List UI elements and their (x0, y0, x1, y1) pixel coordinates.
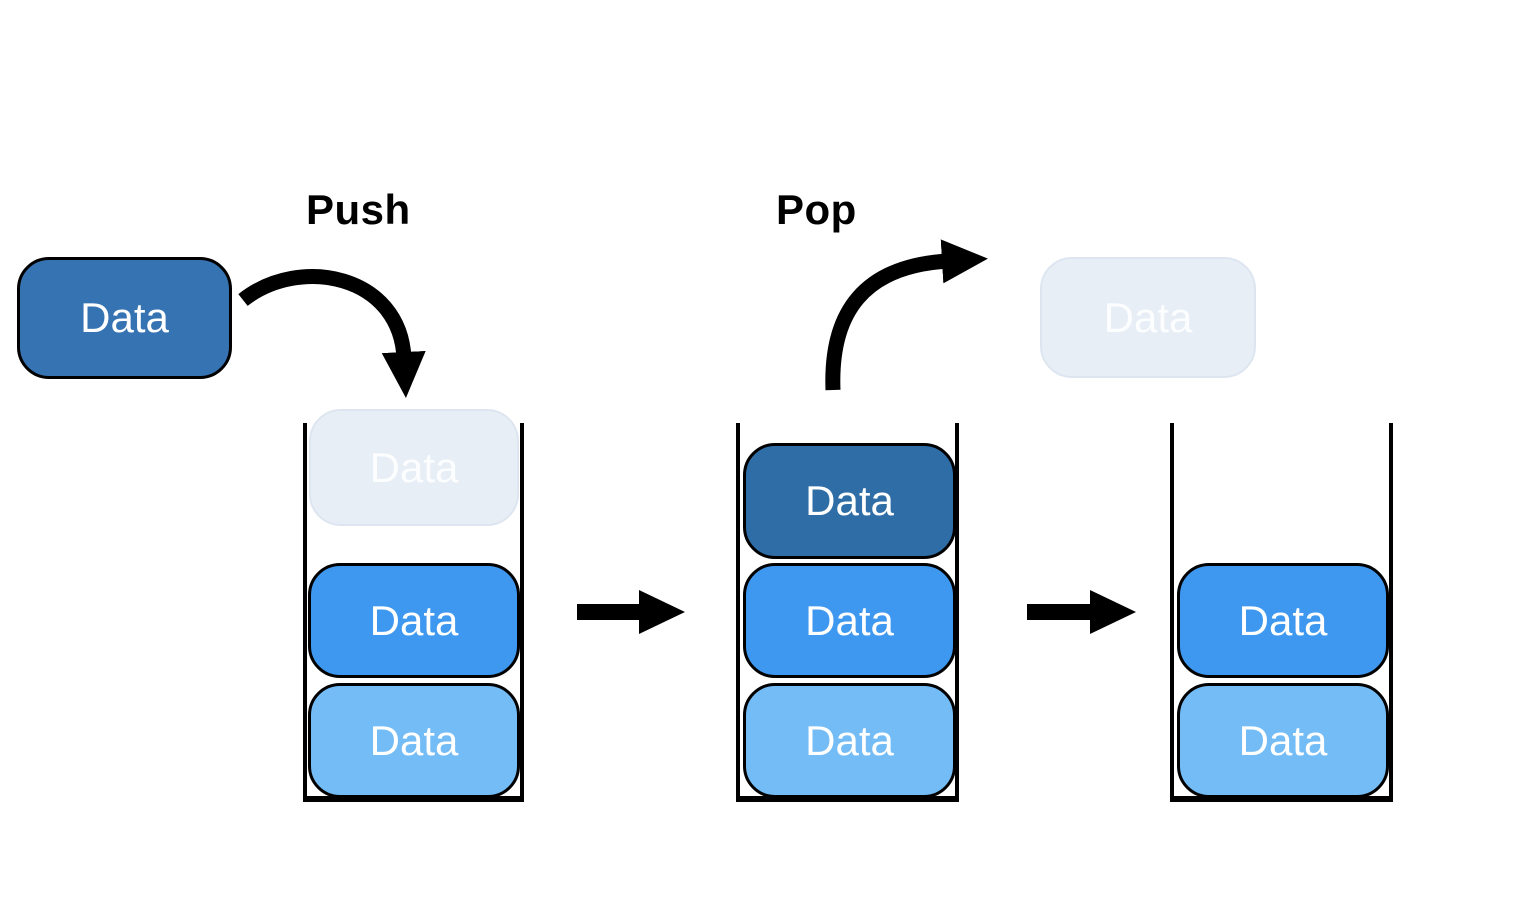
stack2-item-medium: Data (743, 563, 956, 678)
stack1-item-medium: Data (308, 563, 520, 678)
stack3-item-medium: Data (1177, 563, 1389, 678)
push-arrow-icon (238, 269, 426, 398)
stack2-item-light: Data (743, 683, 956, 798)
push-label: Push (306, 186, 411, 233)
stack-after-push-container (736, 423, 959, 802)
stack1-item-light: Data (308, 683, 520, 798)
stack2-item-dark: Data (743, 443, 956, 559)
pop-label: Pop (776, 186, 857, 233)
incoming-data-box: Data (17, 257, 232, 379)
popped-data-box: Data (1040, 257, 1256, 378)
stack1-item-ghost: Data (309, 409, 519, 526)
pop-arrow-icon (825, 239, 988, 391)
stack-after-pop-container (1170, 423, 1393, 802)
stack3-item-light: Data (1177, 683, 1389, 798)
stack-before-push-container (303, 423, 524, 802)
